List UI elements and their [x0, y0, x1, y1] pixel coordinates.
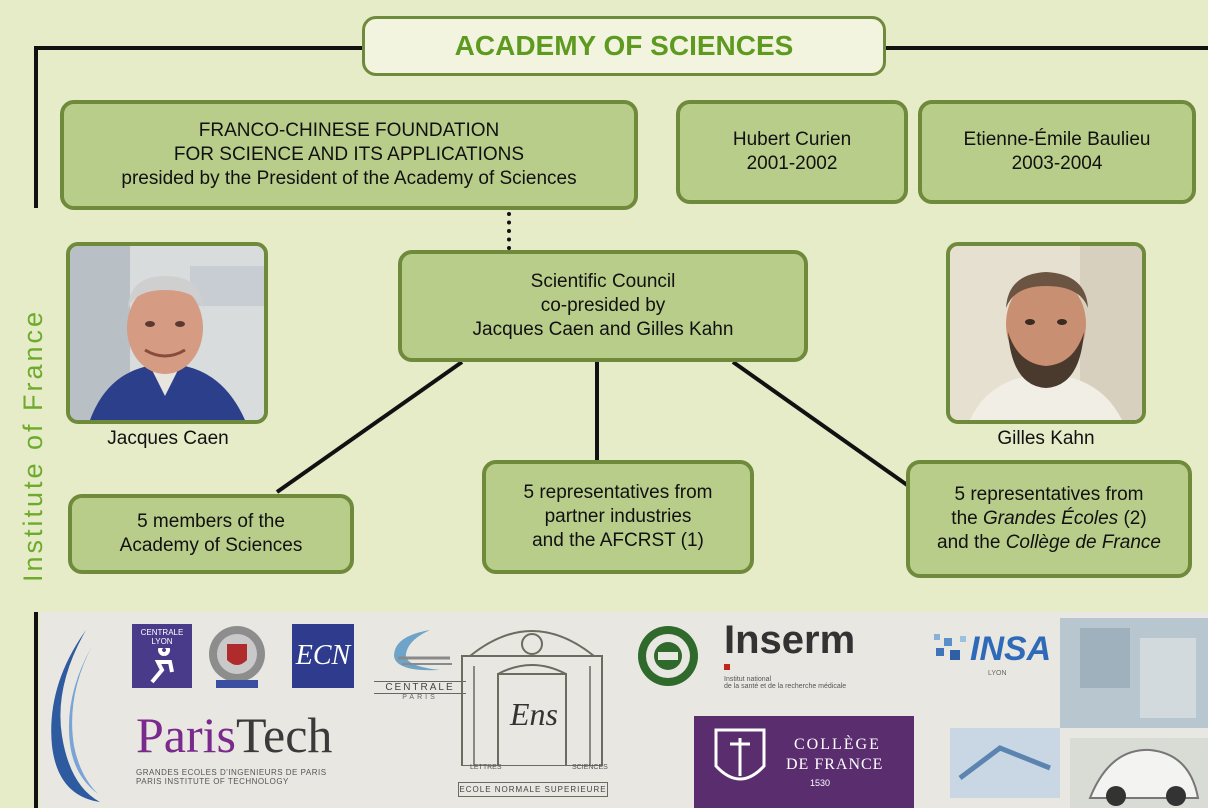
schools-line1: 5 representatives from — [954, 484, 1144, 505]
frame-top-right — [884, 46, 1208, 50]
college-crest-icon — [714, 728, 766, 781]
president-years: 2001-2002 — [746, 153, 838, 174]
frame-left-lower — [34, 612, 38, 808]
industry-line2: partner industries — [544, 506, 692, 527]
swoosh-logo — [51, 630, 100, 802]
schools-line2: the Grandes Écoles (2) — [951, 508, 1147, 529]
president-name: Hubert Curien — [732, 129, 852, 150]
academy-members-line2: Academy of Sciences — [119, 535, 303, 556]
photo-gilles-kahn — [946, 242, 1146, 424]
council-connector-lines — [275, 360, 919, 494]
insa-campus-photo-collage — [950, 618, 1208, 808]
academy-members-line1: 5 members of the — [137, 511, 285, 532]
caption-jacques-caen: Jacques Caen — [107, 428, 229, 449]
council-line1: Scientific Council — [530, 271, 676, 292]
photo-jacques-caen — [66, 242, 268, 424]
council-line2: co-presided by — [540, 295, 666, 316]
college-de-france-logo: COLLÈGE DE FRANCE 1530 — [694, 716, 914, 808]
insa-logo: INSA LYON — [930, 630, 1060, 700]
school-crest-logo — [209, 626, 265, 688]
academy-title: ACADEMY OF SCIENCES — [454, 30, 794, 61]
foundation-line3: presided by the President of the Academy… — [121, 168, 577, 189]
academy-members-box: 5 members of the Academy of Sciences — [68, 494, 354, 574]
centrale-paris-logo: CENTRALE PARIS — [374, 626, 466, 706]
industry-representatives-box: 5 representatives from partner industrie… — [482, 460, 754, 574]
frame-top-left — [34, 46, 364, 50]
centrale-lyon-logo: CENTRALE LYON — [132, 624, 192, 688]
foundation-box: FRANCO-CHINESE FOUNDATION FOR SCIENCE AN… — [60, 100, 638, 210]
industry-line1: 5 representatives from — [523, 482, 713, 503]
caption-gilles-kahn: Gilles Kahn — [997, 428, 1095, 449]
president-years: 2003-2004 — [1011, 153, 1103, 174]
inserm-red-dot — [724, 664, 730, 670]
connector-right — [731, 360, 919, 494]
academy-title-box: ACADEMY OF SCIENCES — [362, 16, 886, 76]
foundation-line1: FRANCO-CHINESE FOUNDATION — [198, 120, 500, 141]
portrait-caen-image — [70, 246, 264, 420]
inserm-logo: Inserm Institut national de la santé et … — [724, 618, 856, 690]
chinese-institution-seal-logo — [638, 626, 698, 686]
ens-logo: Ens LETTRES SCIENCES ECOLE NORMALE SUPER… — [440, 616, 624, 808]
president-box-baulieu: Etienne-Émile Baulieu 2003-2004 — [918, 100, 1196, 204]
foundation-line2: FOR SCIENCE AND ITS APPLICATIONS — [173, 144, 525, 165]
paristech-logo: ParisTech GRANDES ECOLES D'INGENIEURS DE… — [136, 708, 376, 798]
connector-left — [275, 360, 464, 494]
centrale-swoosh-icon — [394, 630, 452, 671]
president-name: Etienne-Émile Baulieu — [963, 129, 1151, 150]
paristech-wordmark: ParisTech — [136, 707, 333, 763]
insa-dots-icon — [934, 634, 966, 660]
schools-line3: and the Collège de France — [937, 532, 1161, 553]
ens-building-drawing — [461, 630, 603, 766]
council-line3: Jacques Caen and Gilles Kahn — [472, 319, 734, 340]
dotted-connector — [507, 212, 511, 250]
schools-representatives-box: 5 representatives from the Grandes École… — [906, 460, 1192, 578]
partner-logos-strip: CENTRALE LYON ECN CENTRALE PARIS — [40, 612, 1208, 808]
president-box-curien: Hubert Curien 2001-2002 — [676, 100, 908, 204]
portrait-kahn-image — [950, 246, 1142, 420]
ecn-logo: ECN — [292, 624, 354, 688]
industry-line3: and the AFCRST (1) — [532, 530, 704, 551]
scientific-council-box: Scientific Council co-presided by Jacque… — [398, 250, 808, 362]
frame-left-upper — [34, 46, 38, 208]
runner-icon — [150, 644, 174, 684]
